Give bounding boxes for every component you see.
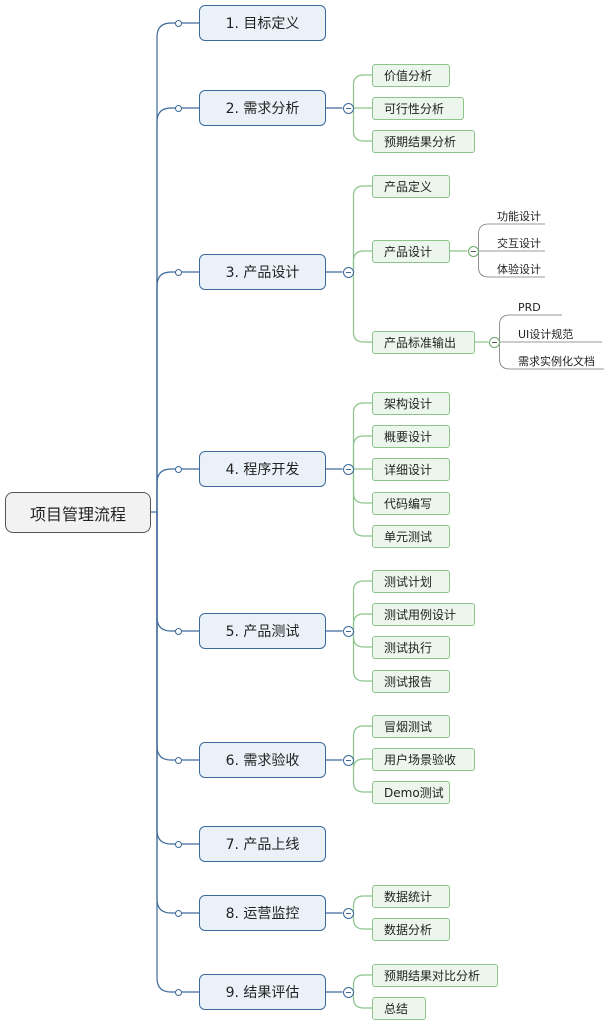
subtopic-3-1[interactable]: 产品定义 xyxy=(372,174,450,198)
subtopic-4-1[interactable]: 架构设计 xyxy=(372,391,450,415)
leaf-topic[interactable]: PRD xyxy=(518,300,541,314)
subtopic-5-3[interactable]: 测试执行 xyxy=(372,635,450,659)
subtopic-4-4[interactable]: 代码编写 xyxy=(372,491,450,515)
subtopic-4-3[interactable]: 详细设计 xyxy=(372,457,450,481)
attach-dot-icon xyxy=(175,909,182,917)
root-topic[interactable]: 项目管理流程 xyxy=(5,492,151,533)
subtopic-3-2[interactable]: 产品设计 xyxy=(372,239,450,263)
main-topic-9[interactable]: 9. 结果评估 xyxy=(199,974,326,1010)
collapse-toggle-icon[interactable] xyxy=(342,754,354,766)
subtopic-9-1[interactable]: 预期结果对比分析 xyxy=(372,963,498,987)
subtopic-5-2[interactable]: 测试用例设计 xyxy=(372,602,475,626)
main-topic-3[interactable]: 3. 产品设计 xyxy=(199,254,326,290)
attach-dot-icon xyxy=(175,465,182,473)
attach-dot-icon xyxy=(175,756,182,764)
subtopic-8-1[interactable]: 数据统计 xyxy=(372,884,450,908)
attach-dot-icon xyxy=(175,268,182,276)
collapse-toggle-icon[interactable] xyxy=(342,986,354,998)
leaf-topic[interactable]: UI设计规范 xyxy=(518,328,574,341)
main-topic-5[interactable]: 5. 产品测试 xyxy=(199,613,326,649)
subtopic-4-5[interactable]: 单元测试 xyxy=(372,524,450,548)
subtopic-4-2[interactable]: 概要设计 xyxy=(372,424,450,448)
main-topic-4[interactable]: 4. 程序开发 xyxy=(199,451,326,487)
leaf-topic[interactable]: 体验设计 xyxy=(497,263,541,276)
main-topic-7[interactable]: 7. 产品上线 xyxy=(199,826,326,862)
subtopic-6-1[interactable]: 冒烟测试 xyxy=(372,714,450,738)
attach-dot-icon xyxy=(175,19,182,27)
collapse-toggle-icon[interactable] xyxy=(488,336,500,348)
leaf-topic[interactable]: 功能设计 xyxy=(497,210,541,223)
subtopic-2-3[interactable]: 预期结果分析 xyxy=(372,129,475,153)
main-topic-8[interactable]: 8. 运营监控 xyxy=(199,895,326,931)
subtopic-5-4[interactable]: 测试报告 xyxy=(372,669,450,693)
subtopic-2-1[interactable]: 价值分析 xyxy=(372,63,450,87)
subtopic-6-2[interactable]: 用户场景验收 xyxy=(372,747,475,771)
subtopic-5-1[interactable]: 测试计划 xyxy=(372,569,450,593)
collapse-toggle-icon[interactable] xyxy=(342,102,354,114)
collapse-toggle-icon[interactable] xyxy=(342,266,354,278)
subtopic-9-2[interactable]: 总结 xyxy=(372,996,426,1020)
subtopic-3-3[interactable]: 产品标准输出 xyxy=(372,330,475,354)
attach-dot-icon xyxy=(175,988,182,996)
subtopic-2-2[interactable]: 可行性分析 xyxy=(372,96,464,120)
collapse-toggle-icon[interactable] xyxy=(342,625,354,637)
main-topic-1[interactable]: 1. 目标定义 xyxy=(199,5,326,41)
collapse-toggle-icon[interactable] xyxy=(467,245,479,257)
subtopic-8-2[interactable]: 数据分析 xyxy=(372,917,450,941)
attach-dot-icon xyxy=(175,104,182,112)
main-topic-2[interactable]: 2. 需求分析 xyxy=(199,90,326,126)
attach-dot-icon xyxy=(175,627,182,635)
attach-dot-icon xyxy=(175,840,182,848)
main-topic-6[interactable]: 6. 需求验收 xyxy=(199,742,326,778)
collapse-toggle-icon[interactable] xyxy=(342,463,354,475)
collapse-toggle-icon[interactable] xyxy=(342,907,354,919)
subtopic-6-3[interactable]: Demo测试 xyxy=(372,780,450,804)
leaf-topic[interactable]: 需求实例化文档 xyxy=(518,355,595,368)
leaf-topic[interactable]: 交互设计 xyxy=(497,237,541,250)
